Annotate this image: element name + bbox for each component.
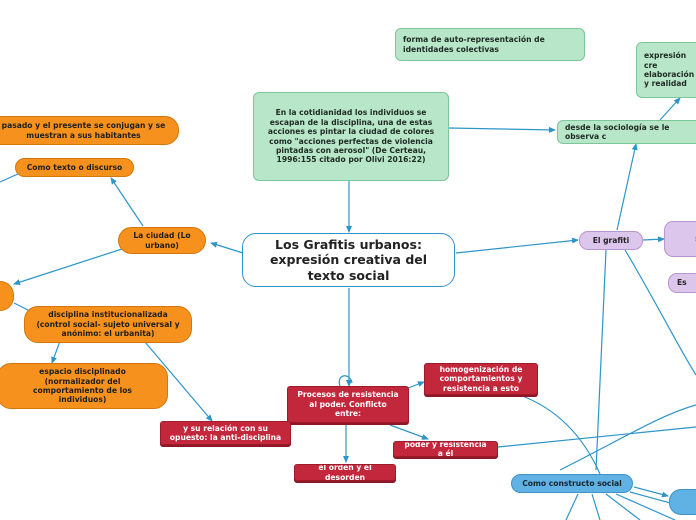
homogenization-node[interactable]: homogenización de comportamientos y resi…: [424, 363, 538, 395]
graffiti-subnode-2-text: Es: [677, 278, 687, 288]
creative-expression-node[interactable]: expresión cre elaboración y realidad: [636, 42, 696, 98]
disciplined-space-text: espacio disciplinado (normalizador del c…: [33, 367, 132, 405]
order-disorder-text: el orden y el desorden: [318, 464, 372, 481]
sociology-node[interactable]: desde la sociología se le observa c: [557, 120, 696, 144]
central-topic[interactable]: Los Grafitis urbanos: expresión creativa…: [242, 233, 455, 287]
connector: [144, 341, 213, 422]
connector: [565, 493, 579, 520]
quote-node[interactable]: En la cotidianidad los individuos se esc…: [253, 92, 449, 181]
resistance-processes-text: Procesos de resistencia al poder. Confli…: [297, 390, 399, 419]
graffiti-node[interactable]: El grafiti: [579, 231, 643, 250]
sociology-text: desde la sociología se le observa c: [565, 122, 670, 141]
connector: [616, 143, 638, 231]
graffiti-text: El grafiti: [592, 235, 630, 245]
text-discourse-node[interactable]: Como texto o discurso: [15, 158, 134, 177]
connector: [615, 493, 676, 520]
connector: [51, 340, 61, 364]
connector: [519, 394, 601, 475]
central-topic-text: Los Grafitis urbanos: expresión creativa…: [269, 236, 428, 283]
connector: [455, 237, 579, 254]
connector: [338, 375, 353, 387]
institutional-discipline-text: disciplina institucionalizada (control s…: [36, 310, 180, 339]
connector: [389, 424, 429, 440]
connector: [642, 236, 665, 243]
power-resistance-text: poder y resistencia a él: [404, 441, 487, 457]
connector: [624, 249, 696, 376]
connector: [559, 404, 696, 471]
graffiti-subnode-2[interactable]: Es: [668, 273, 696, 293]
connector: [497, 426, 696, 448]
social-construct-node[interactable]: Como constructo social: [511, 474, 633, 493]
connector: [591, 493, 601, 520]
graffiti-subnode-1[interactable]: so: [664, 221, 696, 257]
city-node[interactable]: La ciudad (Lo urbano): [118, 227, 206, 254]
anti-discipline-text: y su relación con su opuesto: la anti-di…: [169, 423, 282, 442]
connector: [407, 381, 425, 389]
past-present-node[interactable]: pasado y el presente se conjugan y se mu…: [0, 116, 179, 145]
resistance-processes-node[interactable]: Procesos de resistencia al poder. Confli…: [287, 386, 409, 423]
connector: [659, 97, 681, 121]
connector: [633, 486, 669, 498]
blue-right-node[interactable]: [669, 489, 696, 515]
power-resistance-node[interactable]: poder y resistencia a él: [393, 441, 498, 457]
institutional-discipline-node[interactable]: disciplina institucionalizada (control s…: [24, 306, 192, 343]
identity-node[interactable]: forma de auto-representación de identida…: [395, 28, 585, 61]
connector: [110, 177, 144, 227]
past-present-text: pasado y el presente se conjugan y se mu…: [1, 121, 166, 140]
connector: [210, 241, 244, 254]
disciplined-space-node[interactable]: espacio disciplinado (normalizador del c…: [0, 363, 168, 409]
anti-discipline-node[interactable]: y su relación con su opuesto: la anti-di…: [160, 421, 291, 445]
connector: [0, 172, 21, 183]
social-construct-text: Como constructo social: [522, 478, 622, 488]
text-discourse-text: Como texto o discurso: [26, 162, 123, 172]
connector: [13, 248, 123, 286]
homogenization-text: homogenización de comportamientos y resi…: [439, 364, 523, 393]
order-disorder-node[interactable]: el orden y el desorden: [294, 464, 396, 481]
connector: [605, 493, 641, 520]
connector: [595, 249, 607, 471]
creative-expression-text: expresión cre elaboración y realidad: [644, 51, 695, 89]
city-text: La ciudad (Lo urbano): [133, 231, 191, 250]
quote-text: En la cotidianidad los individuos se esc…: [267, 108, 435, 165]
identity-text: forma de auto-representación de identida…: [403, 35, 545, 54]
connector: [448, 126, 556, 133]
